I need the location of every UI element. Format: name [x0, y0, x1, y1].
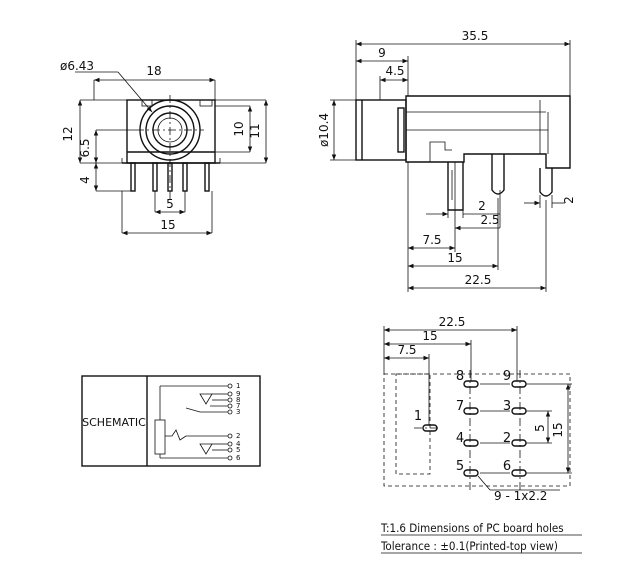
dim-22-5-side: 22.5 — [465, 273, 492, 287]
note-tolerance: Tolerance : ±0.1(Printed-top view) — [380, 539, 558, 553]
dim-4-5: 4.5 — [385, 64, 404, 78]
pcb-layout: 8 9 7 3 1 4 2 5 6 22.5 15 7.5 5 15 9 - 1… — [383, 315, 572, 503]
sch-pin-6: 6 — [236, 454, 241, 462]
dim-4: 4 — [78, 176, 92, 184]
sch-pin-3: 3 — [236, 408, 240, 416]
sch-pin-8: 8 — [236, 396, 240, 404]
dim-15-side: 15 — [447, 251, 462, 265]
dim-diameter-10-4: ø10.4 — [317, 113, 331, 147]
note-title: T:1.6 Dimensions of PC board holes — [380, 521, 564, 535]
sch-pin-5: 5 — [236, 446, 240, 454]
hole-9: 9 — [503, 369, 511, 384]
hole-8: 8 — [456, 369, 464, 384]
schematic-label: SCHEMATIC — [82, 416, 146, 429]
hole-1: 1 — [414, 409, 422, 424]
dim-15: 15 — [160, 218, 175, 232]
dim-7-5: 7.5 — [422, 233, 441, 247]
schematic: SCHEMATIC 1 9 8 7 3 2 4 5 6 — [81, 375, 261, 467]
pcb-dim-15: 15 — [422, 329, 437, 343]
dim-2-5: 2.5 — [480, 213, 499, 227]
sch-pin-7: 7 — [236, 402, 240, 410]
dim-10: 10 — [232, 121, 246, 136]
side-body — [405, 95, 571, 169]
front-view: 18 ø6.43 12 6.5 4 10 11 5 15 — [60, 59, 269, 236]
dim-12: 12 — [61, 126, 75, 141]
sch-pin-9: 9 — [236, 390, 240, 398]
pcb-hole-callout: 9 - 1x2.2 — [494, 489, 547, 503]
dim-9: 9 — [378, 46, 386, 60]
dim-18: 18 — [146, 64, 161, 78]
sch-pin-4: 4 — [236, 440, 241, 448]
sch-pin-1: 1 — [236, 382, 240, 390]
dim-6-5: 6.5 — [78, 138, 92, 157]
hole-3: 3 — [503, 399, 511, 414]
side-pins — [447, 154, 553, 211]
pcb-dim-7-5: 7.5 — [397, 343, 416, 357]
dim-2-right: 2 — [562, 196, 576, 204]
dim-5: 5 — [166, 197, 174, 211]
hole-6: 6 — [503, 459, 511, 474]
dim-11: 11 — [248, 123, 262, 138]
hole-5: 5 — [456, 459, 464, 474]
pcb-dim-15v: 15 — [551, 422, 565, 437]
hole-7: 7 — [456, 399, 464, 414]
dim-diameter-6-43: ø6.43 — [60, 59, 94, 73]
pcb-dim-5: 5 — [533, 424, 547, 432]
dim-2-pin: 2 — [478, 199, 486, 213]
pcb-dim-22-5: 22.5 — [439, 315, 466, 329]
schematic-frame — [81, 375, 261, 467]
dim-35-5: 35.5 — [462, 29, 489, 43]
notes: T:1.6 Dimensions of PC board holes Toler… — [380, 521, 582, 554]
hole-4: 4 — [456, 431, 464, 446]
side-view: 35.5 9 4.5 ø10.4 2 2.5 2 7.5 — [317, 29, 576, 292]
pcb-holes — [422, 380, 527, 477]
hole-2: 2 — [503, 431, 511, 446]
sch-pin-2: 2 — [236, 432, 240, 440]
